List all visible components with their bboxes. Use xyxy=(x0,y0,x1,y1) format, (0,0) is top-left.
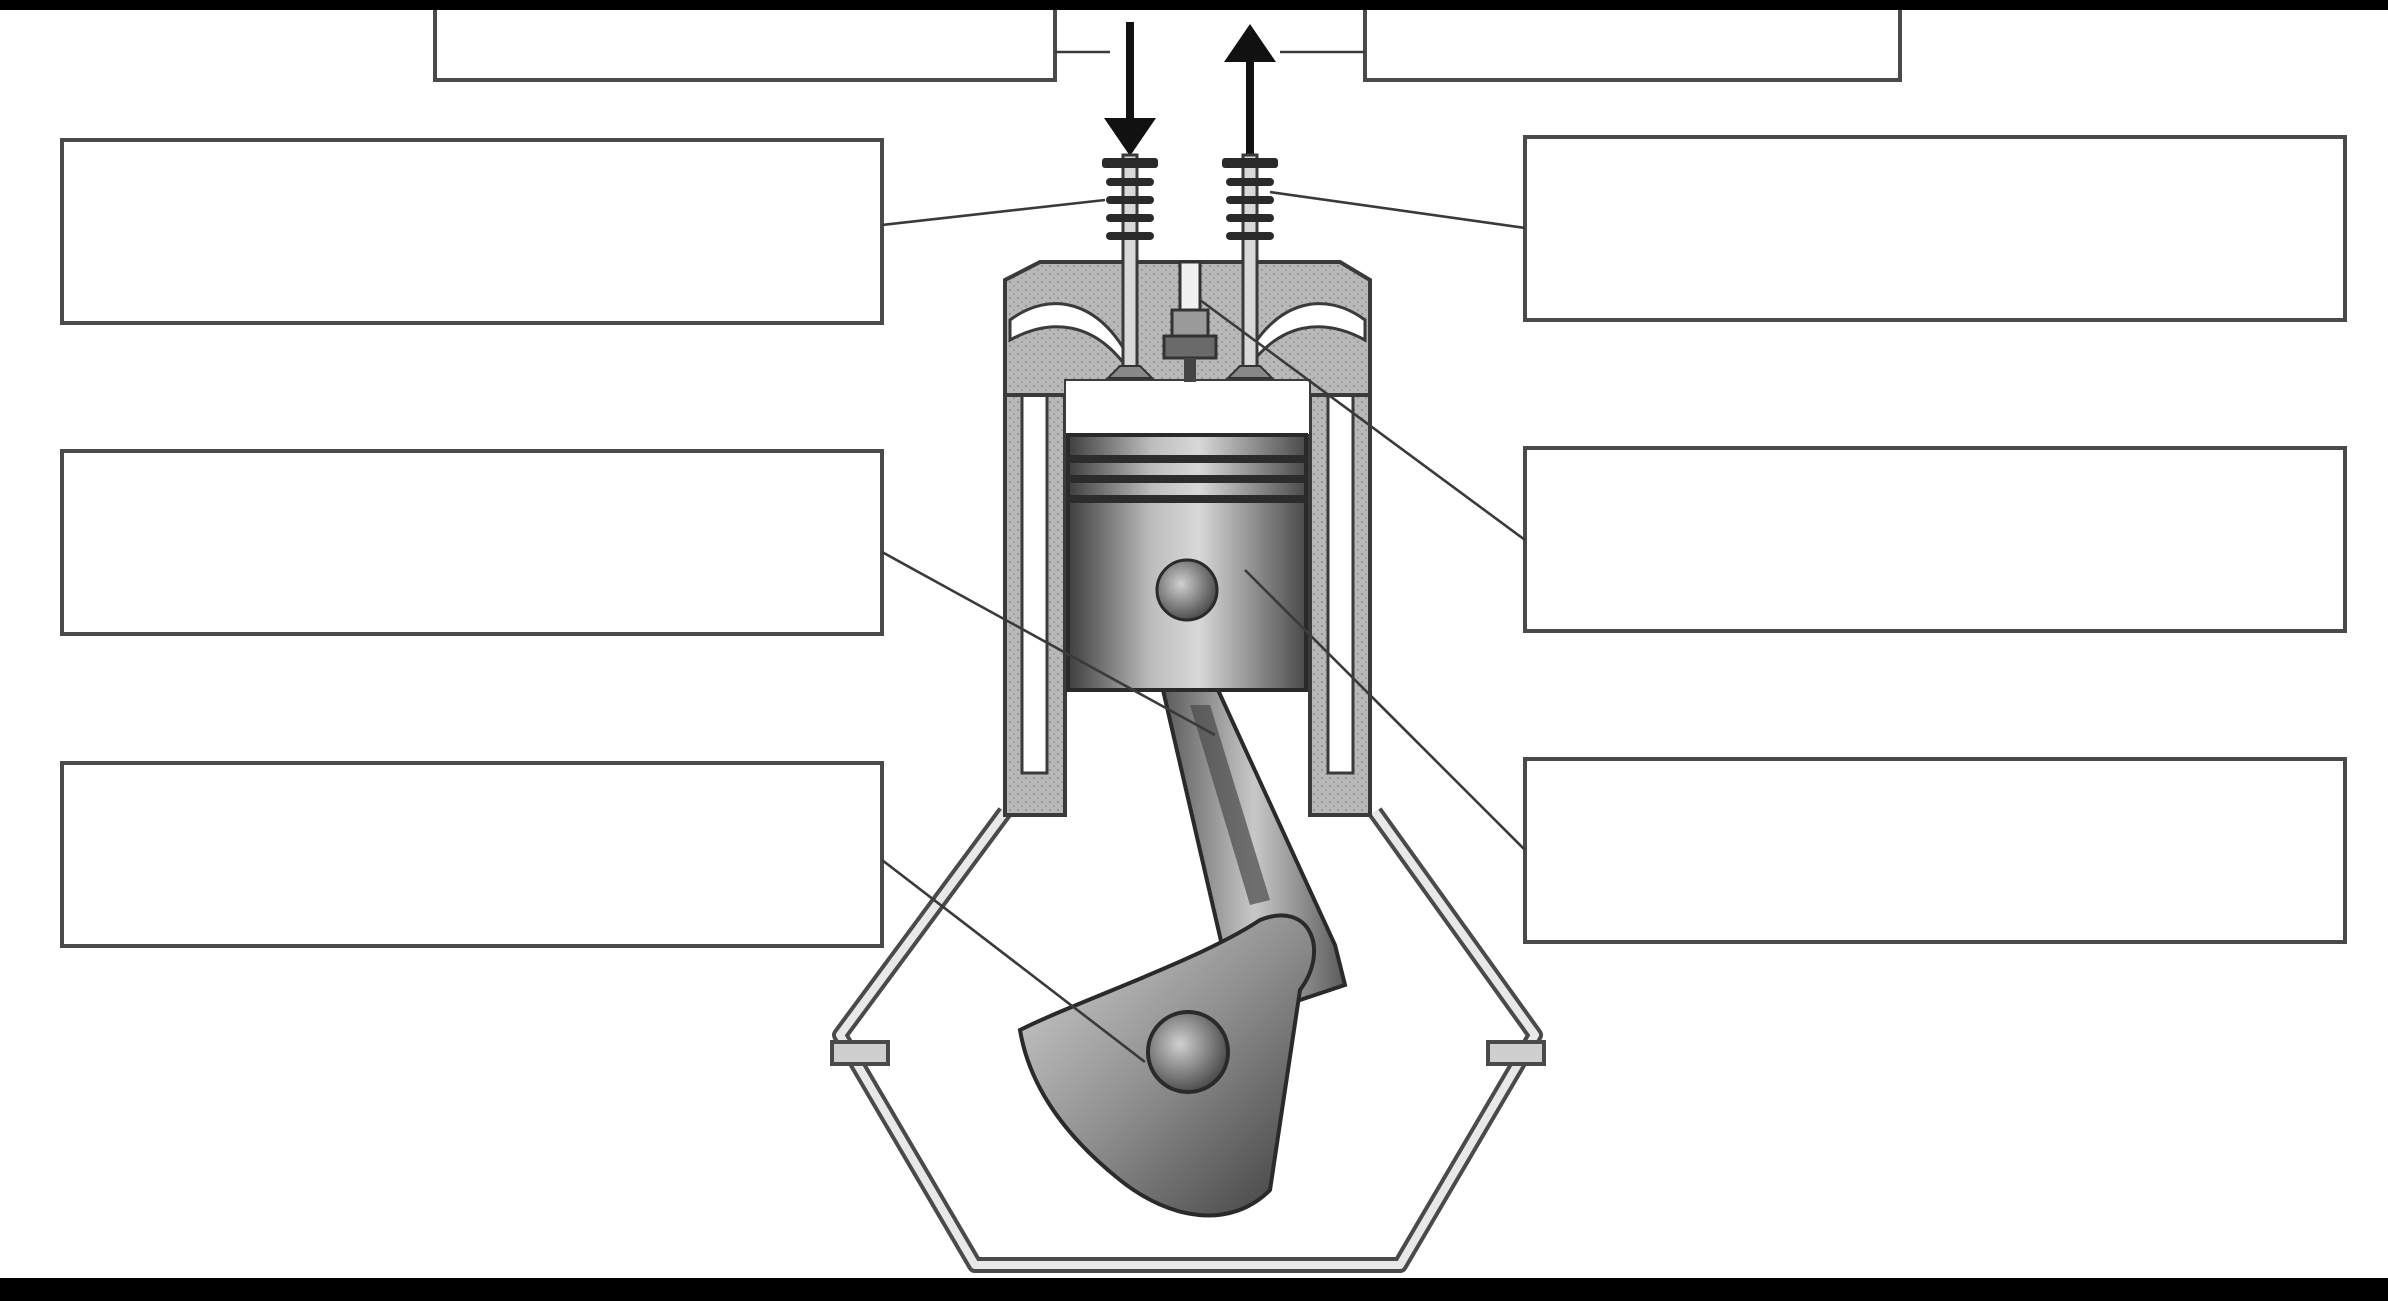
label-box-right-2[interactable] xyxy=(1523,446,2347,633)
exhaust-arrow-up-icon xyxy=(1224,24,1276,158)
bottom-black-bar xyxy=(0,1278,2388,1301)
intake-flow-label-box[interactable] xyxy=(433,10,1057,82)
leader-right-1 xyxy=(1269,190,1526,230)
intake-valve-spring-icon xyxy=(1102,158,1158,240)
crank-journal-icon xyxy=(1146,1010,1230,1094)
combustion-chamber xyxy=(1064,379,1311,436)
spark-plug-icon xyxy=(1162,260,1218,382)
engine-cylinder-illustration xyxy=(830,153,1546,1273)
exhaust-valve-spring-icon xyxy=(1222,158,1278,240)
leader-left-2 xyxy=(881,550,1216,737)
leader-left-1 xyxy=(881,198,1106,227)
right-flange xyxy=(1486,1040,1546,1066)
leader-right-3 xyxy=(1244,569,1526,851)
piston-icon xyxy=(1066,433,1308,692)
label-box-left-2[interactable] xyxy=(60,449,884,636)
top-black-bar xyxy=(0,0,2388,10)
intake-arrow-down-icon xyxy=(1104,22,1156,156)
right-water-jacket xyxy=(1326,391,1355,775)
leader-right-2 xyxy=(1199,298,1526,542)
exhaust-flow-label-box[interactable] xyxy=(1363,10,1902,82)
label-box-left-1[interactable] xyxy=(60,138,884,325)
left-water-jacket xyxy=(1020,391,1049,775)
crankshaft-icon xyxy=(1017,913,1317,1218)
piston-pin-icon xyxy=(1155,558,1219,622)
left-flange xyxy=(830,1040,890,1066)
intake-valve-stem xyxy=(1121,153,1139,377)
label-box-left-3[interactable] xyxy=(60,761,884,948)
label-box-right-3[interactable] xyxy=(1523,757,2347,944)
label-box-right-1[interactable] xyxy=(1523,135,2347,322)
leader-left-3 xyxy=(881,858,1146,1064)
